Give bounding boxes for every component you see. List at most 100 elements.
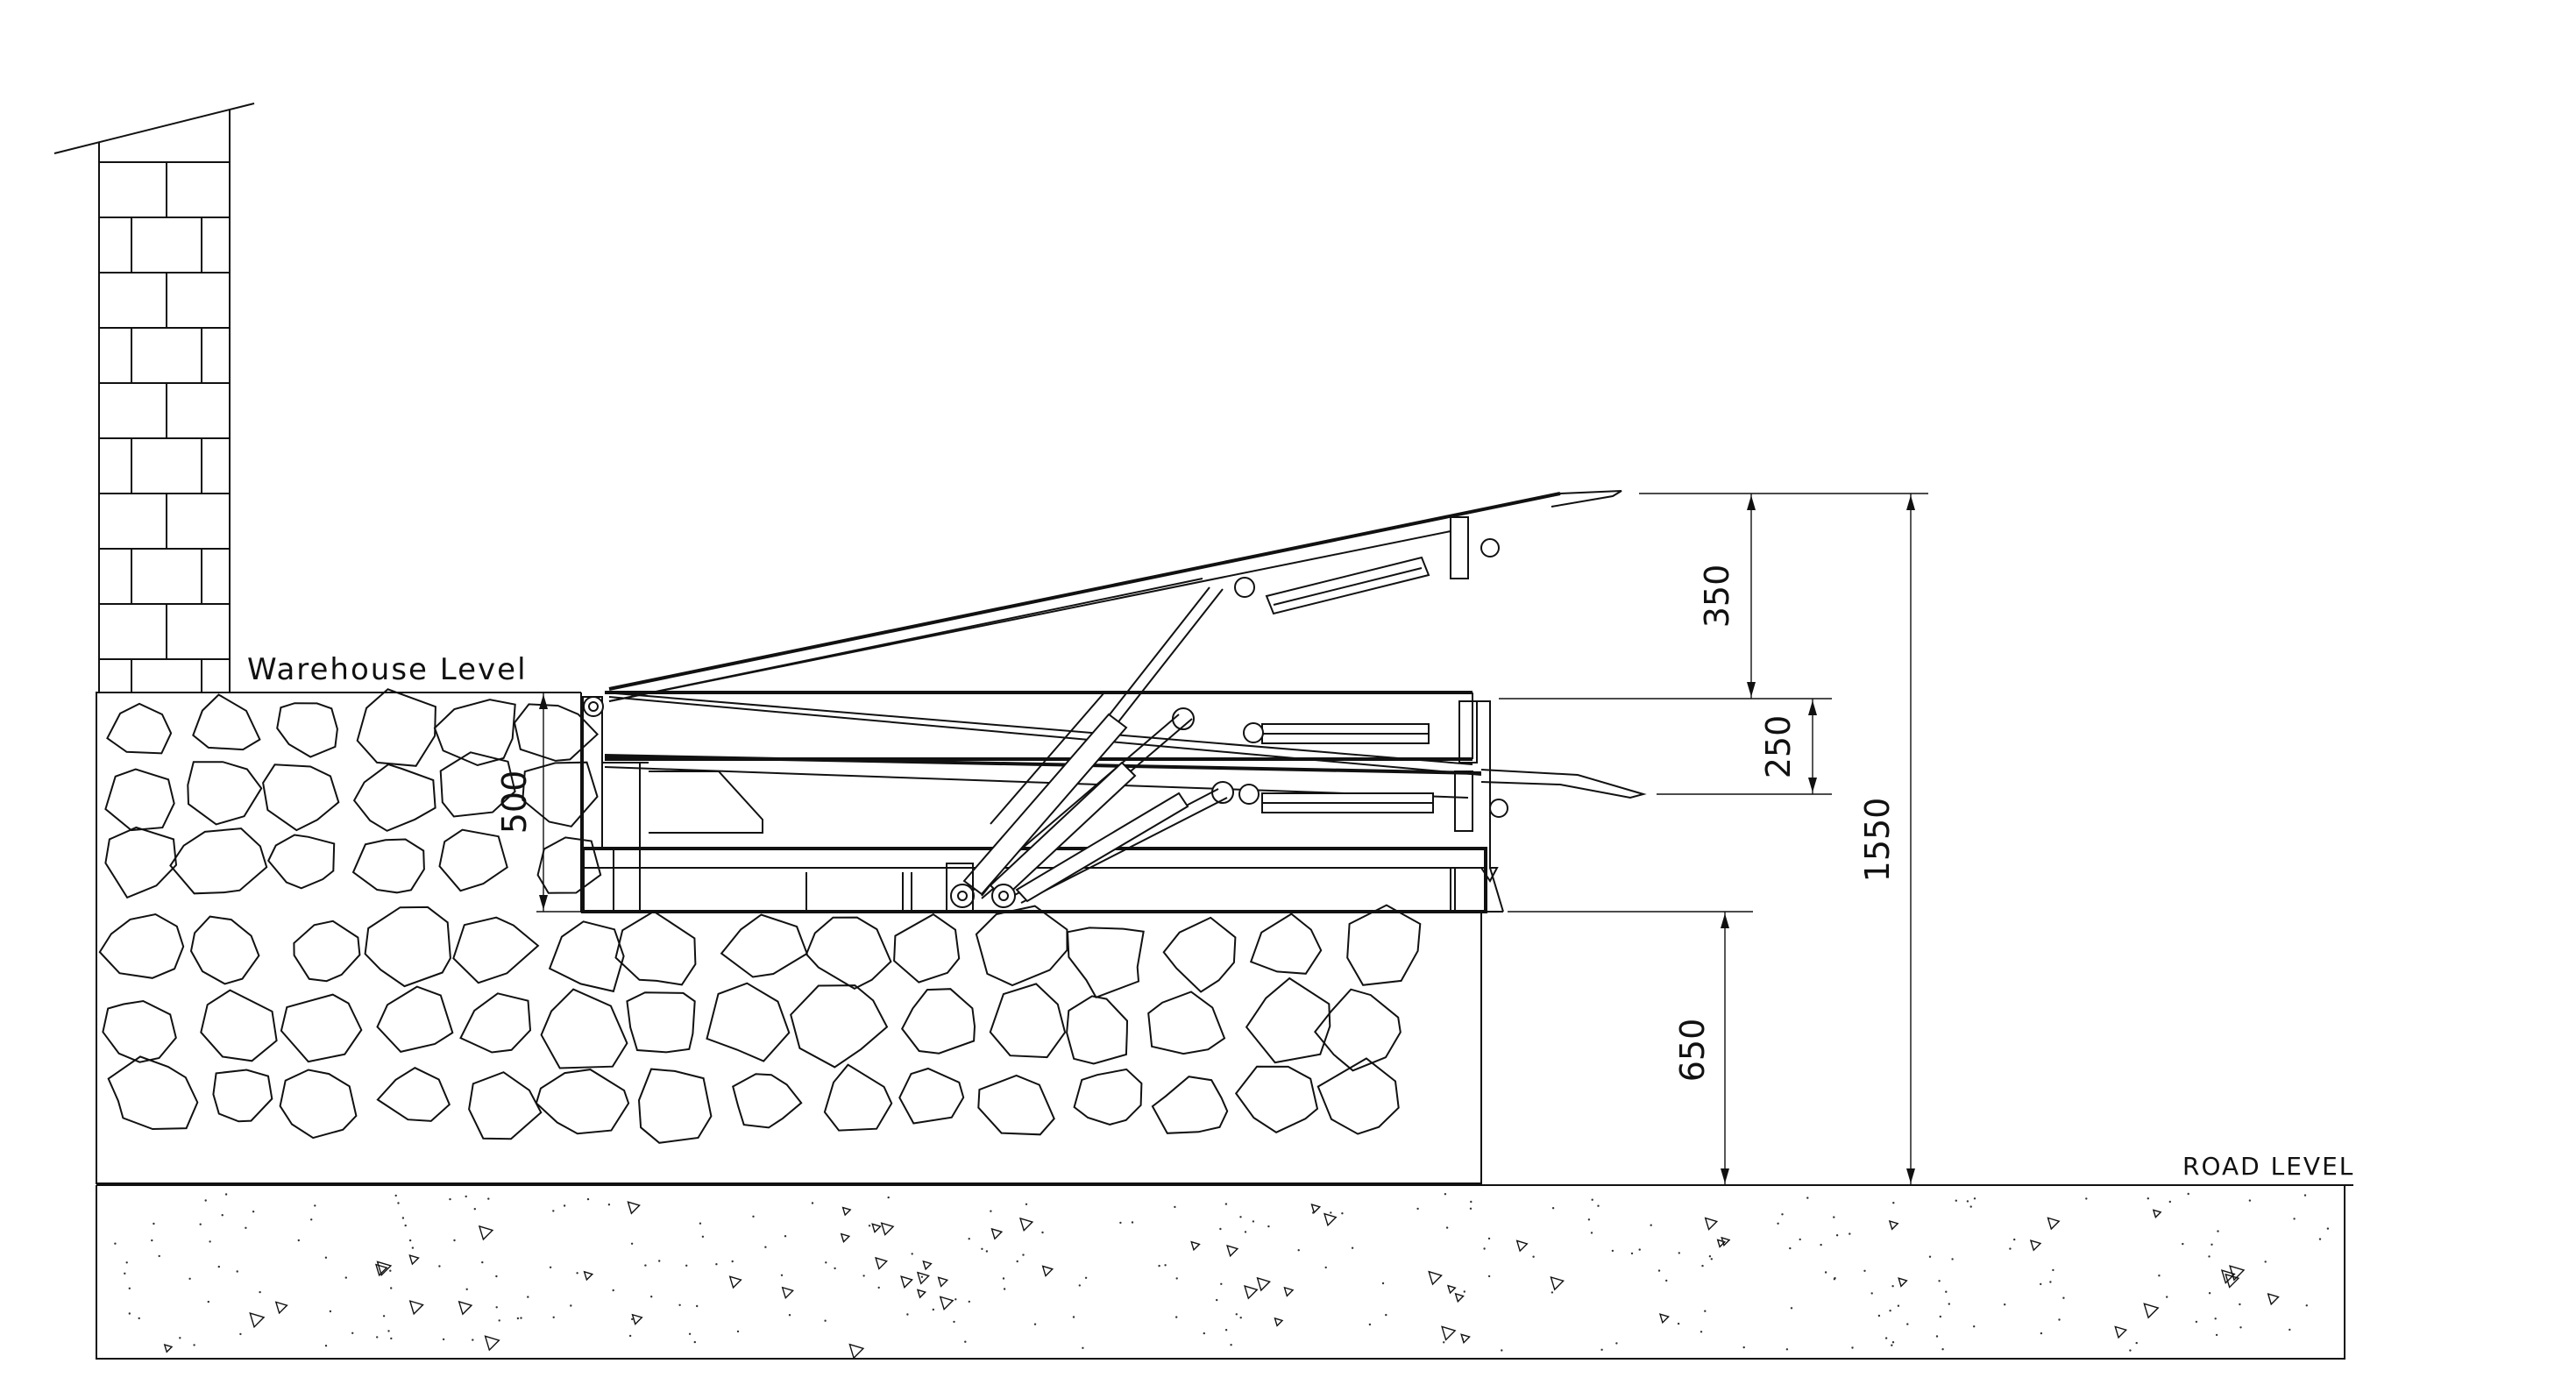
gravel-dot	[2049, 1281, 2052, 1283]
gravel-dot	[1710, 1258, 1714, 1261]
gravel-dot	[868, 1225, 871, 1227]
gravel-dot	[731, 1260, 734, 1263]
gravel-dot	[236, 1270, 238, 1273]
stone	[104, 826, 178, 899]
gravel-stone	[841, 1206, 852, 1217]
gravel-dot	[2040, 1332, 2043, 1335]
gravel-dot	[877, 1286, 880, 1289]
stone	[626, 991, 696, 1054]
gravel-dot	[324, 1256, 328, 1259]
gravel-dot	[612, 1289, 614, 1292]
gravel-dot	[376, 1336, 379, 1339]
stone	[267, 834, 336, 890]
gravel-dot	[1799, 1238, 1801, 1241]
gravel-stone	[1274, 1317, 1284, 1327]
gravel-dot	[1789, 1246, 1792, 1250]
gravel-stone	[939, 1296, 954, 1311]
gravel-dot	[138, 1317, 140, 1320]
gravel-dot	[1615, 1342, 1618, 1345]
gravel-dot	[495, 1275, 498, 1278]
gravel-dot	[1267, 1225, 1270, 1228]
gravel-dot	[764, 1246, 767, 1248]
gravel-dot	[1665, 1279, 1668, 1282]
gravel-dot	[442, 1338, 445, 1341]
gravel-dot	[2004, 1303, 2006, 1306]
gravel-dot	[563, 1204, 566, 1207]
gravel-dot	[788, 1314, 791, 1317]
gravel-dot	[2062, 1296, 2065, 1299]
gravel-stone	[1704, 1217, 1719, 1231]
gravel-dot	[1708, 1255, 1712, 1258]
gravel-dot	[1216, 1298, 1218, 1302]
gravel-stone	[1283, 1286, 1295, 1297]
gravel-dot	[1175, 1316, 1178, 1318]
gravel-dot	[1891, 1341, 1895, 1344]
gravel-dot	[1483, 1247, 1486, 1250]
gravel-dot	[465, 1288, 468, 1291]
gravel-dot	[495, 1306, 498, 1309]
gravel-dot	[811, 1202, 814, 1204]
gravel-dot	[390, 1287, 393, 1289]
gravel-dot	[1955, 1199, 1957, 1202]
gravel-stone	[1658, 1313, 1670, 1325]
gravel-dot	[570, 1304, 572, 1307]
gravel-dot	[1587, 1218, 1591, 1221]
gravel-dot	[2013, 1238, 2016, 1241]
gravel-stone	[875, 1256, 888, 1270]
gravel-dot	[1297, 1249, 1300, 1252]
stone	[262, 763, 340, 832]
stone	[535, 1069, 630, 1135]
lip-cylinder-lowered	[1211, 771, 1508, 832]
gravel-dot	[699, 1222, 702, 1225]
gravel-stone	[2152, 1209, 2162, 1218]
gravel-dot	[2239, 1326, 2242, 1329]
gravel-stone	[848, 1343, 865, 1360]
gravel-dot	[449, 1197, 451, 1201]
gravel-dot	[390, 1337, 393, 1340]
stone	[1245, 977, 1331, 1064]
gravel-dot	[1252, 1220, 1255, 1223]
stone	[376, 1067, 451, 1122]
gravel-dot	[2211, 1243, 2213, 1246]
gravel-dot	[2195, 1320, 2198, 1324]
gravel-dot	[1781, 1213, 1784, 1216]
gravel-stone	[1310, 1203, 1322, 1214]
gravel-dot	[438, 1265, 441, 1268]
gravel-stone	[249, 1312, 266, 1329]
gravel-dot	[481, 1261, 484, 1264]
stone	[720, 913, 808, 978]
gravel-dot	[2239, 1303, 2241, 1306]
gravel-dot	[1650, 1224, 1652, 1226]
stone	[102, 999, 177, 1063]
gravel-dot	[2248, 1199, 2252, 1202]
gravel-dot	[1463, 1290, 1466, 1293]
gravel-stone	[1454, 1292, 1465, 1303]
gravel-dot	[114, 1242, 117, 1245]
stone	[107, 1055, 199, 1131]
stone	[1316, 1057, 1400, 1135]
gravel-dot	[1973, 1197, 1976, 1200]
gravel-dot	[1849, 1232, 1851, 1235]
gravel-stone	[1515, 1239, 1529, 1253]
stone	[893, 913, 961, 984]
gravel-stone	[1244, 1284, 1259, 1300]
stone	[293, 920, 361, 983]
gravel-dot	[1324, 1266, 1327, 1269]
gravel-dot	[1657, 1269, 1661, 1272]
gravel-stone	[990, 1227, 1004, 1240]
gravel-dot	[552, 1210, 555, 1212]
gravel-dot	[954, 1298, 957, 1301]
gravel-dot	[1590, 1232, 1593, 1234]
gravel-dot	[498, 1319, 500, 1322]
dim-500-label: 500	[495, 771, 534, 834]
gravel-dot	[1203, 1332, 1206, 1335]
gravel-dot	[1973, 1325, 1976, 1328]
gravel-dot	[1833, 1278, 1836, 1281]
gravel-dot	[911, 1253, 913, 1255]
stone	[276, 702, 338, 758]
gravel-dot	[825, 1261, 827, 1264]
gravel-dot	[1938, 1280, 1941, 1282]
gravel-dot	[1939, 1315, 1941, 1318]
gravel-dot	[2217, 1230, 2219, 1232]
gravel-dot	[1351, 1246, 1354, 1249]
